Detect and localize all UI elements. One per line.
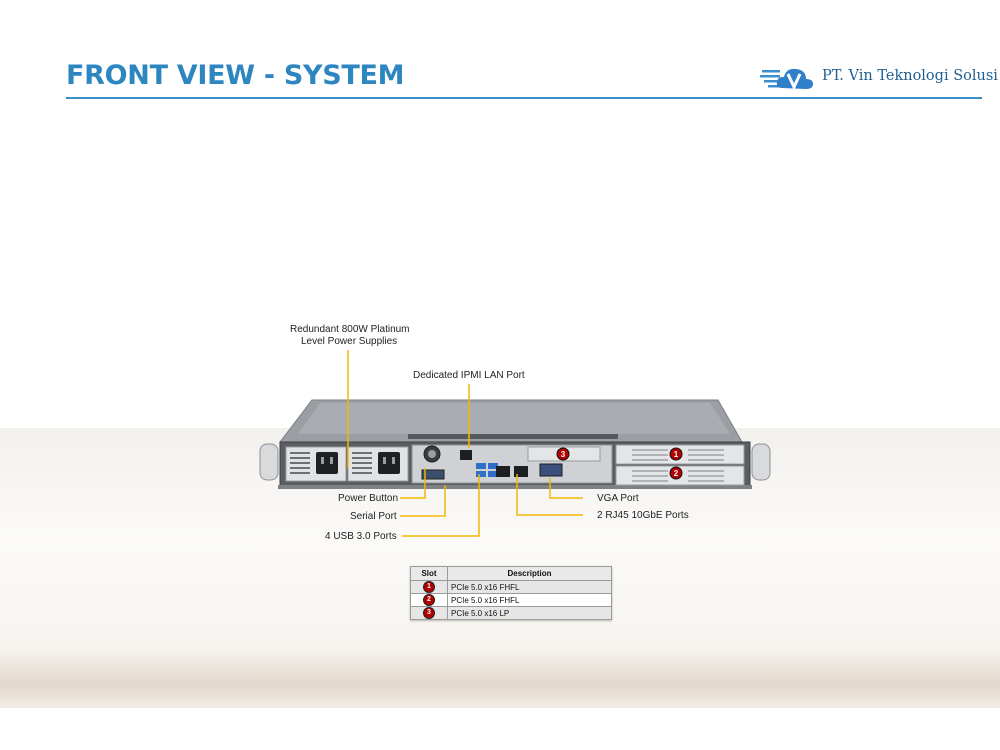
slot-column-header: Slot: [410, 566, 448, 581]
slot-marker-3: 3: [556, 447, 570, 461]
serial-port-label: Serial Port: [350, 511, 397, 522]
ipmi-lan-label: Dedicated IPMI LAN Port: [413, 370, 525, 381]
company-name: PT. Vin Teknologi Solusi: [822, 68, 998, 84]
slot-badge: 3: [423, 607, 435, 619]
table-row: 3 PCIe 5.0 x16 LP: [410, 606, 612, 620]
description-column-header: Description: [447, 566, 612, 581]
slot-badge: 1: [423, 581, 435, 593]
table-row: 2 PCIe 5.0 x16 FHFL: [410, 593, 612, 607]
slot-description: PCIe 5.0 x16 LP: [447, 606, 612, 620]
vga-port-label: VGA Port: [597, 493, 639, 504]
cloud-v-logo-icon: [760, 68, 813, 91]
slot-badge: 2: [423, 594, 435, 606]
company-logo: PT. Vin Teknologi Solusi: [760, 62, 998, 94]
rj45-ports-label: 2 RJ45 10GbE Ports: [597, 510, 689, 521]
slot-table-header: Slot Description: [410, 566, 612, 581]
slot-marker-2-label: 2: [674, 469, 679, 478]
power-supplies-label-line1: Redundant 800W Platinum: [290, 324, 410, 335]
slot-description: PCIe 5.0 x16 FHFL: [447, 593, 612, 607]
slot-marker-1: 1: [669, 447, 683, 461]
title-underline: [66, 97, 982, 99]
table-row: 1 PCIe 5.0 x16 FHFL: [410, 580, 612, 594]
slot-marker-2: 2: [669, 466, 683, 480]
slot-table: Slot Description 1 PCIe 5.0 x16 FHFL 2 P…: [410, 566, 612, 620]
page-title: FRONT VIEW - SYSTEM: [66, 60, 405, 91]
power-supplies-label-line2: Level Power Supplies: [301, 336, 398, 347]
usb-ports-label: 4 USB 3.0 Ports: [325, 531, 397, 542]
server-chassis-illustration: 3 1 2: [259, 399, 771, 489]
power-button-label: Power Button: [338, 493, 399, 504]
slot-marker-3-label: 3: [561, 450, 566, 459]
slot-marker-1-label: 1: [674, 450, 679, 459]
slot-description: PCIe 5.0 x16 FHFL: [447, 580, 612, 594]
